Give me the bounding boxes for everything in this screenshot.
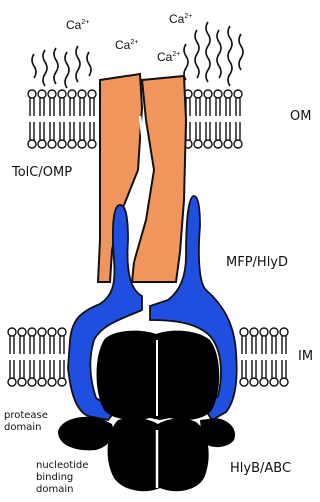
calcium-ion-2: Ca2+ (115, 38, 138, 52)
tolc-label: TolC/OMP (12, 166, 72, 179)
protease-domain-label: protease domain (4, 410, 48, 434)
protease-domain (58, 417, 113, 451)
inner-membrane-left (8, 328, 66, 386)
nucleotide-binding-domain-label: nucleotide binding domain (36, 460, 88, 496)
calcium-ion-1: Ca2+ (66, 18, 89, 32)
tolc-channel (98, 74, 186, 282)
nbd-label-line1: nucleotide (36, 460, 88, 472)
inner-membrane-right (240, 328, 288, 386)
protease-label-line1: protease (4, 410, 48, 422)
mfp-label: MFP/HlyD (226, 256, 288, 269)
outer-membrane-right (184, 90, 242, 148)
nbd-label-line3: domain (36, 484, 88, 496)
protease-label-line2: domain (4, 422, 48, 434)
calcium-ion-3: Ca2+ (169, 12, 192, 26)
abc-label: HlyB/ABC (230, 462, 291, 475)
inner-membrane-label: IM (298, 350, 313, 363)
calcium-ion-4: Ca2+ (157, 50, 180, 64)
outer-membrane-left (28, 90, 96, 148)
nbd-label-line2: binding (36, 472, 88, 484)
outer-membrane-label: OM (290, 110, 311, 123)
